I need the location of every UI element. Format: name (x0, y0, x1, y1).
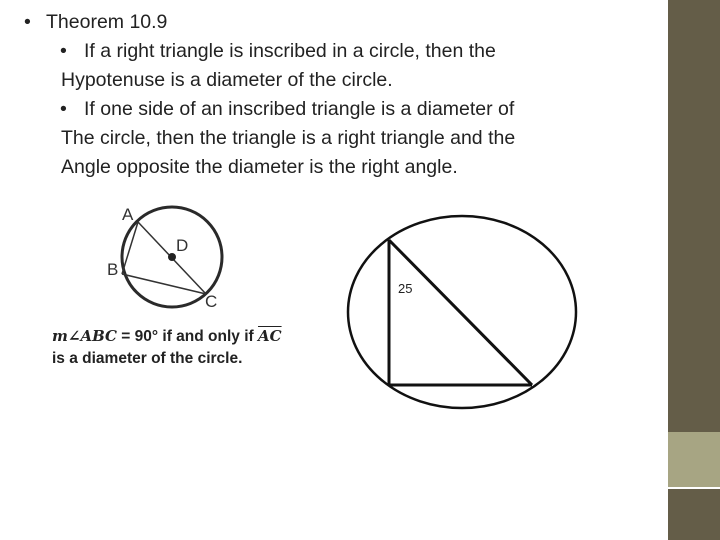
caption-condition: = 90° if and only if (116, 328, 258, 345)
bullet-2-line-3: Angle opposite the diameter is the right… (61, 156, 458, 178)
side-bar-dark-bottom (668, 489, 720, 540)
right-triangle-figure (346, 214, 578, 410)
bullet-2-line-2: The circle, then the triangle is a right… (61, 127, 516, 149)
side-bc (121, 273, 207, 295)
bullet-1-line-1: • If a right triangle is inscribed in a c… (24, 37, 654, 66)
theorem-title-line: • Theorem 10.9 (24, 8, 654, 37)
caption-line-1: m∠ABC = 90° if and only if AC (52, 325, 322, 348)
figure-caption: m∠ABC = 90° if and only if AC is a diame… (52, 325, 322, 370)
theorem-title: Theorem 10.9 (46, 11, 168, 33)
angle-number-label: 25 (398, 281, 413, 296)
side-bar-dark-top (668, 0, 720, 432)
caption-segment: AC (257, 327, 282, 345)
triangle-hypotenuse (387, 238, 534, 387)
bullet-icon: • (60, 40, 67, 62)
bullet-2-text: If one side of an inscribed triangle is … (84, 98, 515, 120)
label-b: B (107, 260, 119, 279)
bullet-2-line-1: • If one side of an inscribed triangle is… (24, 95, 654, 124)
circle-outline (120, 205, 224, 309)
caption-angle: m∠ABC (52, 327, 117, 345)
bullet-icon: • (24, 11, 31, 33)
circle-outline (346, 214, 578, 410)
bullet-icon: • (60, 98, 67, 120)
center-point-d (168, 253, 176, 261)
bullet-1-line-2: Hypotenuse is a diameter of the circle. (61, 69, 393, 91)
side-ab (121, 221, 139, 275)
label-a: A (122, 205, 134, 224)
bullet-1-text: If a right triangle is inscribed in a ci… (84, 40, 496, 62)
caption-line-2: is a diameter of the circle. (52, 350, 243, 367)
theorem-text: • Theorem 10.9 • If a right triangle is in… (24, 8, 654, 182)
label-d: D (176, 236, 189, 255)
inscribed-triangle-figure (120, 205, 224, 309)
label-c: C (205, 292, 218, 311)
side-bar-light (668, 432, 720, 487)
